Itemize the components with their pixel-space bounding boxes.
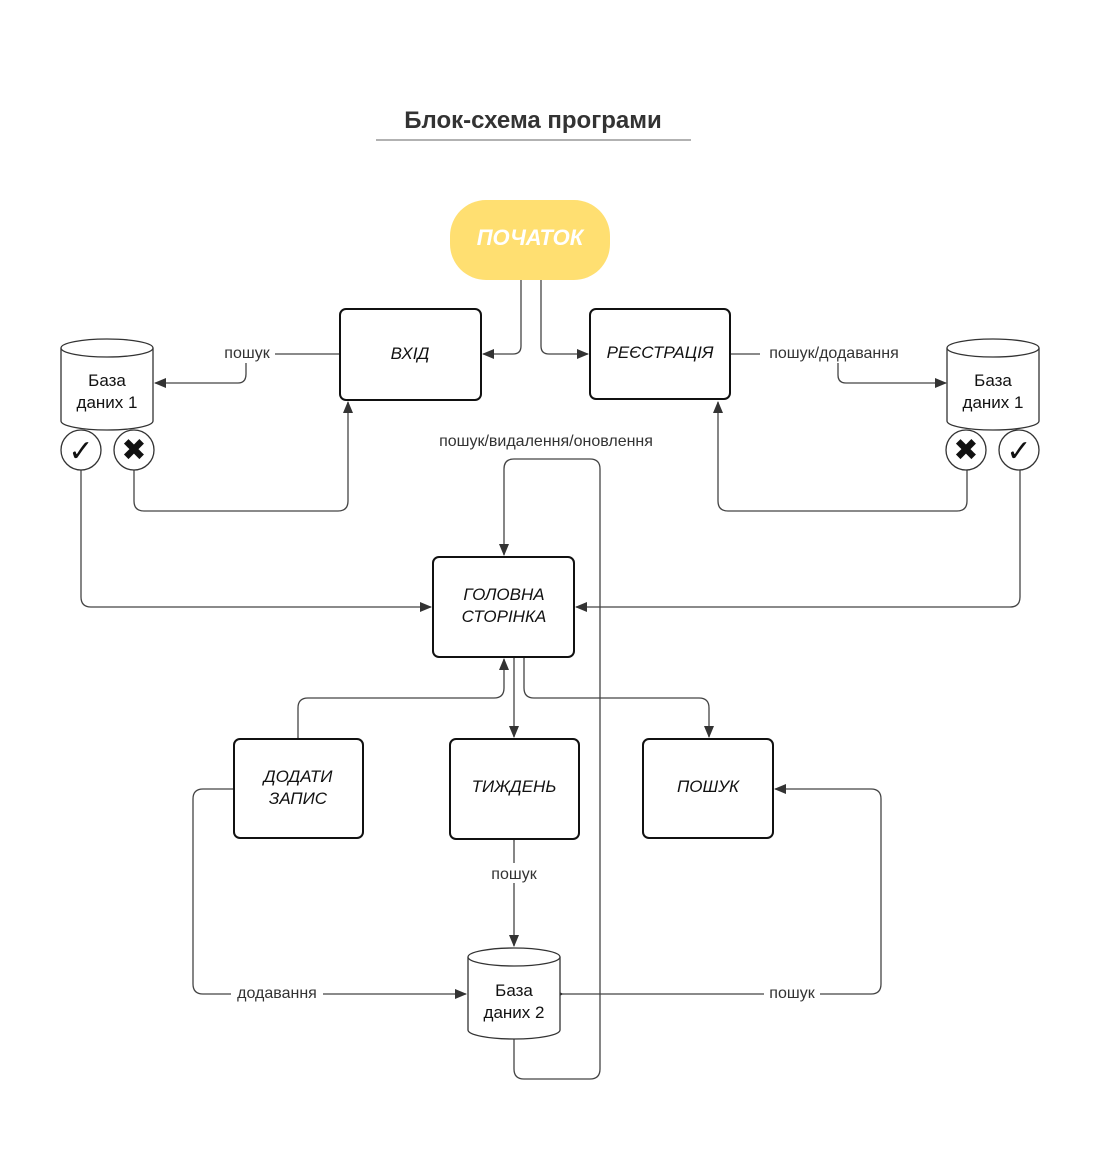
cross-icon: ✖ [113,429,155,471]
edge-db2-home [499,458,601,1080]
edge-label-bg [486,863,542,883]
edge-label-add-record-adding: додавання [237,985,317,1002]
check-icon-glyph: ✓ [68,434,93,469]
edge-label-week-search: пошук [491,866,537,883]
cross-icon-circle [945,429,987,471]
login-node[interactable]: ВХІД [339,308,482,401]
login-node-shape [339,308,482,401]
database-1-right-label-line2: даних 1 [963,393,1024,412]
edge-start-registration [540,280,589,359]
add-record-node[interactable]: ДОДАТИ ЗАПИС [233,738,364,839]
home-node-shape [432,556,575,658]
edge-registration-db1-right [731,353,947,388]
edge-start-login [482,280,522,359]
edge-label-search-search: пошук [769,985,815,1002]
database-1-left-label-line2: даних 1 [77,393,138,412]
add-record-node-label-line2: ЗАПИС [269,789,328,808]
edge-right-success-home [575,470,1021,612]
edge-home-search [519,648,714,738]
database-1-right-body [946,348,1040,431]
diagram-title: Блок-схема програми [404,107,661,134]
cross-icon-circle [113,429,155,471]
check-icon-circle [998,429,1040,471]
check-icon: ✓ [60,429,102,471]
database-2-label-line2: даних 2 [484,1003,545,1022]
database-1-right[interactable]: База даних 1 [946,338,1040,431]
edge-label-login-search: пошук [224,345,270,362]
database-1-left-label-line1: База [88,371,126,390]
week-node[interactable]: ТИЖДЕНЬ [449,738,580,840]
add-record-node-label-line1: ДОДАТИ [262,767,334,786]
week-node-label: ТИЖДЕНЬ [472,777,557,796]
check-icon: ✓ [998,429,1040,471]
edge-add-record-db2 [192,788,467,999]
home-node-label-line1: ГОЛОВНА [463,585,544,604]
edge-label-bg [760,343,908,363]
database-1-left-body [60,348,154,431]
edge-label-bg [231,983,323,1003]
database-2-label-line1: База [495,981,533,1000]
database-1-left[interactable]: База даних 1 [60,338,154,431]
search-node-label: ПОШУК [677,777,740,796]
cross-icon: ✖ [945,429,987,471]
search-node[interactable]: ПОШУК [642,738,774,839]
registration-node-label: РЕЄСТРАЦІЯ [607,343,714,362]
week-node-shape [449,738,580,840]
edge-left-success-home [80,470,432,612]
database-1-left-top [60,338,154,358]
check-icon-circle [60,429,102,471]
edge-left-fail-login [133,401,353,512]
check-icon-glyph: ✓ [1006,434,1031,469]
database-2-body [467,957,561,1040]
start-node-label: ПОЧАТОК [477,225,585,250]
database-2[interactable]: База даних 2 [467,947,561,1040]
edge-home-add-record [293,658,509,748]
edge-search-db2 [552,784,882,999]
start-node-shape [450,200,610,280]
cross-icon-glyph: ✖ [121,433,146,468]
edge-label-bg [764,983,820,1003]
home-node-label-line2: СТОРІНКА [462,607,547,626]
home-node[interactable]: ГОЛОВНА СТОРІНКА [432,556,575,658]
registration-node[interactable]: РЕЄСТРАЦІЯ [589,308,731,400]
start-node[interactable]: ПОЧАТОК [450,200,610,280]
cross-icon-glyph: ✖ [953,433,978,468]
database-1-right-top [946,338,1040,358]
add-record-node-shape [233,738,364,839]
edge-right-fail-registration [713,401,968,512]
edge-label-bg [219,343,275,363]
edge-label-registration-search-add: пошук/додавання [769,345,899,362]
edge-label-home-search-delete-update: пошук/видалення/оновлення [439,433,653,450]
search-node-shape [642,738,774,839]
edge-label-bg [424,431,668,451]
login-node-label: ВХІД [391,344,430,363]
database-2-top [467,947,561,967]
registration-node-shape [589,308,731,400]
database-1-right-label-line1: База [974,371,1012,390]
edge-login-db1-left [154,353,340,388]
